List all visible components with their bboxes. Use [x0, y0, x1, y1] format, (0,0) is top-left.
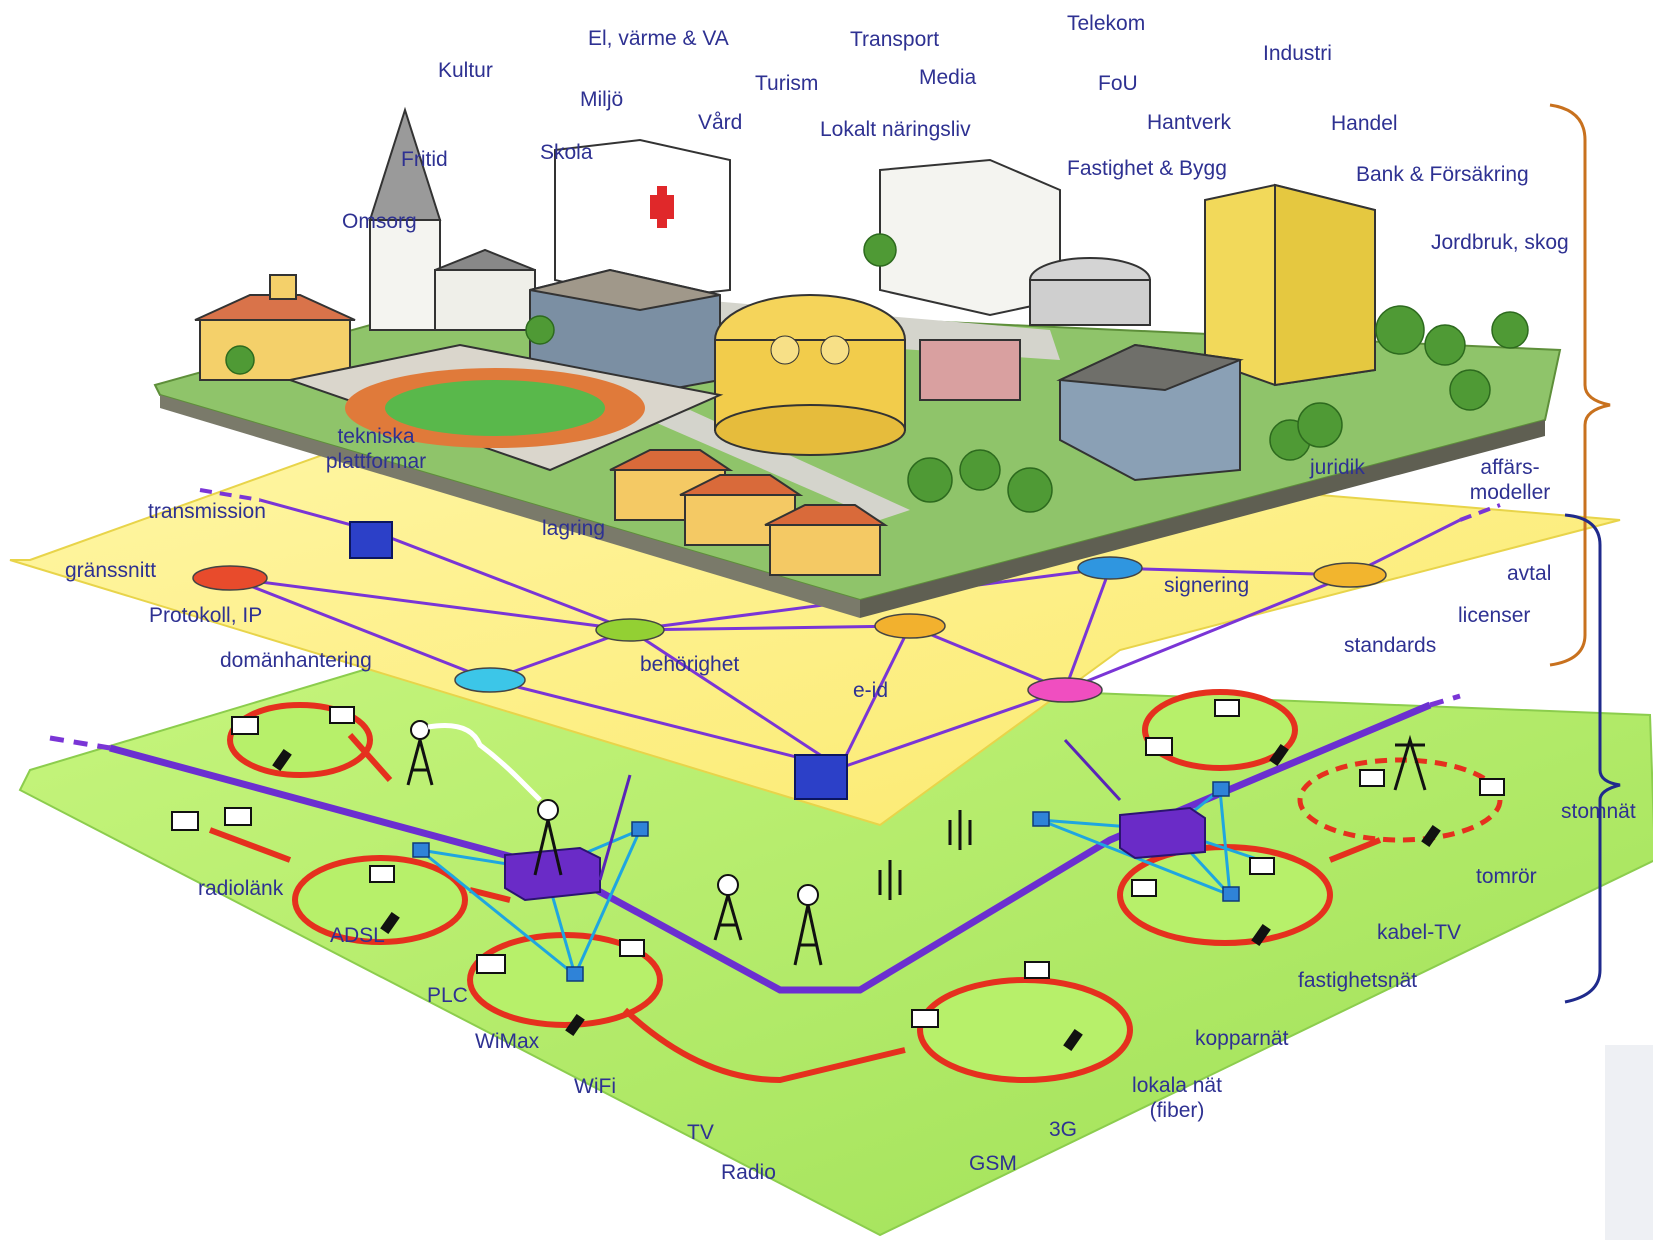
label-signering: signering [1164, 574, 1250, 597]
label-bank-forsakring: Bank & Försäkring [1356, 163, 1529, 186]
label-3g: 3G [1049, 1118, 1078, 1141]
label-e-id: e-id [853, 679, 889, 702]
label-radio: Radio [721, 1161, 776, 1184]
label-fastighet-bygg: Fastighet & Bygg [1067, 157, 1227, 180]
phones [272, 743, 1441, 1052]
label-lokala-nat: lokala nät (fiber) [1132, 1074, 1222, 1123]
label-gsm: GSM [969, 1152, 1017, 1175]
label-el-varme-va: El, värme & VA [588, 27, 729, 50]
label-lokalt-naringsliv: Lokalt näringsliv [820, 118, 971, 141]
label-tv: TV [687, 1121, 714, 1144]
backbone-router-right [1119, 806, 1206, 860]
label-behorighet: behörighet [640, 653, 740, 676]
label-media: Media [919, 66, 977, 89]
label-wimax: WiMax [475, 1030, 540, 1053]
label-transmission: transmission [148, 500, 266, 523]
small-nodes [412, 781, 1240, 982]
house-left [194, 274, 356, 381]
label-juridik: juridik [1310, 456, 1365, 479]
label-industri: Industri [1263, 42, 1332, 65]
label-omsorg: Omsorg [342, 210, 417, 233]
city-bracket [1549, 103, 1611, 667]
label-protokoll-ip: Protokoll, IP [149, 604, 263, 627]
label-vard: Vård [698, 111, 743, 134]
label-fastighetsnat: fastighetsnät [1298, 969, 1418, 992]
parking-garage [1029, 257, 1151, 326]
label-avtal: avtal [1507, 562, 1552, 585]
label-handel: Handel [1331, 112, 1398, 135]
label-stomnat: stomnät [1561, 800, 1636, 823]
label-standards: standards [1344, 634, 1437, 657]
access-network-layer [18, 663, 1653, 1237]
trees [225, 233, 1529, 513]
label-domanhantering: domänhantering [220, 649, 372, 672]
label-miljo: Miljö [580, 88, 624, 111]
label-plc: PLC [427, 984, 468, 1007]
terminals [171, 699, 1505, 1028]
label-wifi: WiFi [574, 1075, 616, 1098]
dotted-ring [1297, 757, 1503, 843]
church-building [368, 106, 536, 331]
service-boxes [349, 521, 848, 800]
label-telekom: Telekom [1067, 12, 1146, 35]
vertical-drops [598, 738, 1122, 881]
shop-building [919, 339, 1021, 401]
label-kabel-tv: kabel-TV [1377, 921, 1462, 944]
label-licenser: licenser [1458, 604, 1531, 627]
label-adsl: ADSL [330, 924, 385, 947]
label-jordbruk-skog: Jordbruk, skog [1431, 231, 1569, 254]
backbone-router-left [504, 846, 601, 902]
label-fou: FoU [1098, 72, 1138, 95]
hospital-building [554, 138, 731, 302]
sports-hall [1056, 343, 1244, 482]
label-fritid: Fritid [401, 148, 448, 171]
label-tekniska-plattformar: tekniska plattformar [325, 425, 427, 474]
label-kopparnat: kopparnät [1195, 1027, 1289, 1050]
label-lagring: lagring [542, 517, 606, 540]
tall-office-building [1204, 183, 1376, 387]
stadium [286, 343, 724, 472]
row-houses [609, 449, 889, 576]
city-layer [153, 106, 1562, 618]
label-affarsmodeller: affärs- modeller [1469, 456, 1551, 505]
label-radiolank: radiolänk [198, 877, 284, 900]
label-kultur: Kultur [438, 59, 493, 82]
theatre-building [714, 294, 906, 456]
label-skola: Skola [540, 141, 593, 164]
label-turism: Turism [755, 72, 819, 95]
label-gransnitt: gränssnitt [65, 559, 157, 582]
local-links [208, 733, 1382, 1084]
network-bracket [1564, 513, 1621, 1004]
service-discs [192, 556, 1387, 703]
label-tomror: tomrör [1476, 865, 1537, 888]
label-hantverk: Hantverk [1147, 111, 1232, 134]
satellite-dishes [410, 720, 819, 906]
corner-panel [1605, 1045, 1653, 1240]
label-transport: Transport [850, 28, 940, 51]
